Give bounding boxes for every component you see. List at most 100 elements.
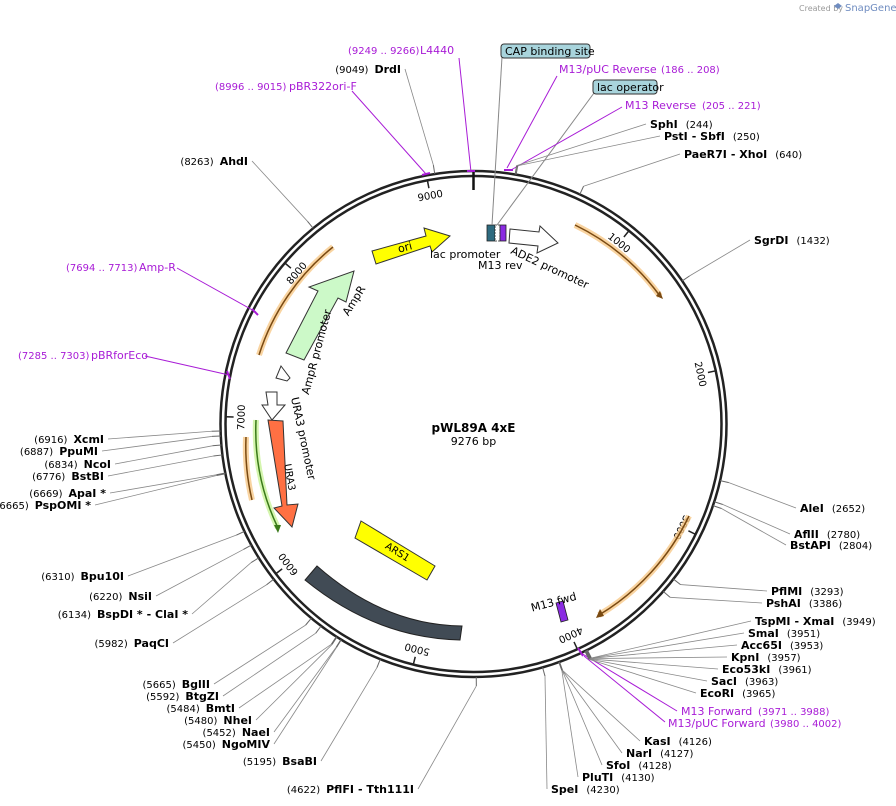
restriction-site[interactable]: (5484)BmtI xyxy=(167,636,337,715)
restriction-site[interactable]: (6669)ApaI * xyxy=(29,472,226,500)
site-name[interactable]: PpuMI xyxy=(59,445,98,458)
restriction-site[interactable]: TspMI- XmaI(3949) xyxy=(586,615,876,659)
site-name[interactable]: KpnI xyxy=(731,651,759,664)
site-name[interactable]: PluTI xyxy=(582,771,613,784)
restriction-site[interactable]: (4622)PflFI- Tth111I xyxy=(287,676,477,796)
site-name[interactable]: NheI xyxy=(223,714,252,727)
site-name-2[interactable]: - XhoI xyxy=(731,148,767,161)
site-name[interactable]: BstBI xyxy=(71,470,104,483)
site-name[interactable]: XcmI xyxy=(73,433,104,446)
site-name-2[interactable]: - SbfI xyxy=(692,130,725,143)
site-name[interactable]: NsiI xyxy=(128,590,152,603)
site-name[interactable]: SacI xyxy=(711,675,737,688)
site-name[interactable]: EcoRI xyxy=(700,687,734,700)
feature-ampr[interactable] xyxy=(285,270,355,361)
restriction-site[interactable]: SphI(244) xyxy=(514,118,713,175)
restriction-site[interactable]: (8263)AhdI xyxy=(180,155,314,229)
site-name[interactable]: TspMI xyxy=(755,615,791,628)
site-name[interactable]: DrdI xyxy=(374,63,401,76)
restriction-site[interactable]: PstI- SbfI(250) xyxy=(515,130,760,175)
restriction-site[interactable]: (6887)PpuMI xyxy=(20,435,221,458)
site-name[interactable]: BsaBI xyxy=(282,755,317,768)
site-name[interactable]: ApaI * xyxy=(69,487,107,500)
feature-ampr-promoter[interactable] xyxy=(275,365,291,382)
restriction-site[interactable]: AflII(2780) xyxy=(714,501,860,541)
site-name[interactable]: SfoI xyxy=(606,759,630,772)
feature-cen-ars[interactable] xyxy=(304,565,463,641)
site-name-2[interactable]: - XmaI xyxy=(795,615,835,628)
restriction-site[interactable]: (6220)NsiI xyxy=(89,544,252,603)
primer-m13puc-reverse-name[interactable]: M13/pUC Reverse xyxy=(559,63,657,76)
site-name[interactable]: NarI xyxy=(626,747,652,760)
feature-lac-promoter[interactable] xyxy=(486,224,496,242)
restriction-site[interactable]: SfoI(4128) xyxy=(558,661,672,772)
site-name-2[interactable]: - Tth111I xyxy=(358,783,414,796)
restriction-site[interactable]: (5195)BsaBI xyxy=(243,659,381,768)
restriction-site[interactable]: (6916)XcmI xyxy=(34,430,221,446)
restriction-site[interactable]: (9049)DrdI xyxy=(335,63,436,175)
restriction-site[interactable]: KpnI(3957) xyxy=(585,650,801,664)
primer-m13-forward-name[interactable]: M13 Forward xyxy=(681,705,752,718)
site-name[interactable]: Eco53kI xyxy=(722,663,770,676)
site-name[interactable]: AhdI xyxy=(220,155,248,168)
feature-m13-rev[interactable] xyxy=(499,224,507,242)
cap-binding-site-box[interactable] xyxy=(500,43,591,59)
lac-operator-box[interactable] xyxy=(592,79,658,95)
site-name[interactable]: SmaI xyxy=(748,627,779,640)
feature-m13-fwd[interactable] xyxy=(555,600,569,623)
site-name[interactable]: SpeI xyxy=(551,783,578,796)
restriction-site[interactable]: (5450)NgoMIV xyxy=(183,639,342,751)
restriction-site[interactable]: PaeR7I- XhoI(640) xyxy=(579,148,802,195)
restriction-site[interactable]: NarI(4127) xyxy=(558,661,694,760)
site-name-2[interactable]: - ClaI * xyxy=(147,608,189,621)
primer-l4440-name[interactable]: L4440 xyxy=(420,44,454,57)
restriction-site[interactable]: (5665)BglII xyxy=(143,617,312,691)
restriction-site[interactable]: BstAPI(2804) xyxy=(712,505,872,552)
primer-m13-reverse-name[interactable]: M13 Reverse xyxy=(625,99,696,112)
feature-ars1[interactable] xyxy=(354,520,436,581)
restriction-site[interactable]: (6310)Bpu10I xyxy=(41,530,245,583)
site-name[interactable]: PaeR7I xyxy=(684,148,727,161)
primer-pbrforeco-name[interactable]: pBRforEco xyxy=(91,349,148,362)
site-name[interactable]: SphI xyxy=(650,118,678,131)
primer-m13puc-forward-name[interactable]: M13/pUC Forward xyxy=(668,717,766,730)
restriction-site[interactable]: EcoRI(3965) xyxy=(584,650,776,700)
restriction-site[interactable]: SgrDI(1432) xyxy=(681,234,830,282)
site-name[interactable]: BstAPI xyxy=(790,539,831,552)
site-name[interactable]: BmtI xyxy=(206,702,235,715)
site-name[interactable]: AleI xyxy=(800,502,824,515)
site-name[interactable]: PstI xyxy=(664,130,688,143)
site-name[interactable]: PshAI xyxy=(766,597,801,610)
site-name[interactable]: NgoMIV xyxy=(222,738,271,751)
restriction-site[interactable]: AleI(2652) xyxy=(719,480,865,515)
site-name[interactable]: NaeI xyxy=(242,726,270,739)
restriction-site[interactable]: (6665)PspOMI * xyxy=(0,473,226,512)
restriction-site[interactable]: (5982)PaqCI xyxy=(95,578,275,650)
site-name[interactable]: PspOMI * xyxy=(35,499,92,512)
site-name[interactable]: KasI xyxy=(644,735,671,748)
site-name[interactable]: BtgZI xyxy=(185,690,219,703)
restriction-site[interactable]: (5480)NheI xyxy=(184,636,338,727)
site-name[interactable]: BspDI * xyxy=(97,608,143,621)
feature-ade2-promoter[interactable] xyxy=(508,224,559,254)
restriction-site[interactable]: Acc65I(3953) xyxy=(586,639,824,659)
site-name[interactable]: AflII xyxy=(794,528,819,541)
restriction-site[interactable]: (6834)NcoI xyxy=(44,444,222,471)
site-name[interactable]: PflFI xyxy=(326,783,354,796)
restriction-site[interactable]: (5452)NaeI xyxy=(203,639,342,739)
site-name[interactable]: SgrDI xyxy=(754,234,788,247)
site-name[interactable]: Bpu10I xyxy=(81,570,125,583)
restriction-site[interactable]: PluTI(4130) xyxy=(558,662,655,784)
restriction-site[interactable]: (6134)BspDI *- ClaI * xyxy=(58,557,260,621)
feature-ura3-promoter[interactable] xyxy=(261,391,287,421)
site-name[interactable]: PflMI xyxy=(771,585,802,598)
primer-ampr-name[interactable]: Amp-R xyxy=(139,261,176,274)
primer-pbr322ori-name[interactable]: pBR322ori-F xyxy=(289,80,357,93)
restriction-site[interactable]: PflMI(3293) xyxy=(673,578,844,598)
feature-ura3[interactable] xyxy=(267,419,299,528)
site-name[interactable]: Acc65I xyxy=(741,639,782,652)
restriction-site[interactable]: PshAI(3386) xyxy=(662,590,842,610)
restriction-site[interactable]: SpeI(4230) xyxy=(542,667,620,796)
feature-lac-operator-box[interactable] xyxy=(494,224,501,242)
site-name[interactable]: BglII xyxy=(182,678,210,691)
